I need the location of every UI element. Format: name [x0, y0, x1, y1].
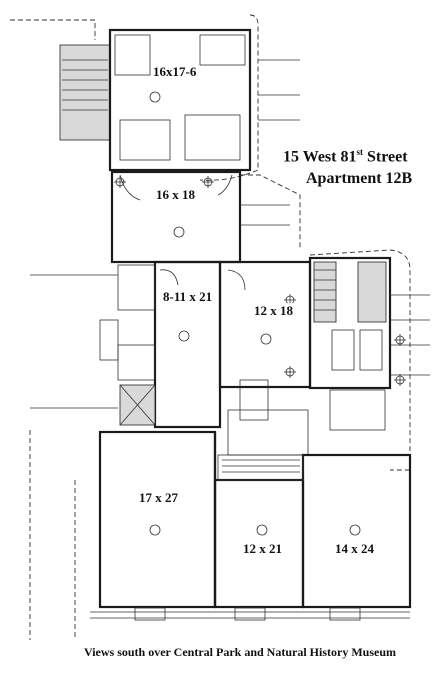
bath-walls: [308, 256, 392, 390]
stair-treads: [62, 59, 108, 111]
gallery-walls: [153, 260, 222, 429]
living-walls: [98, 430, 217, 609]
kitchen-outline-dashed: [199, 14, 259, 181]
bedroom-east-walls: [218, 260, 312, 389]
south-window-strip: [90, 607, 410, 621]
column-grid-lines: [29, 430, 76, 640]
stair-core: [59, 44, 111, 141]
room-tags: [149, 91, 361, 536]
room-study-dimensions: 12 x 21: [242, 541, 283, 557]
view-caption: Views south over Central Park and Natura…: [84, 645, 396, 659]
room-living-dimensions: 17 x 27: [138, 490, 179, 506]
closet-shelves: [222, 459, 300, 473]
dining-walls: [110, 170, 242, 264]
apartment-title: Apartment 12B: [306, 170, 413, 187]
room-bedroom-east-dimensions: 12 x 18: [253, 303, 294, 319]
address-title: 15 West 81st Street: [283, 147, 408, 166]
top-left-note-leader: [10, 19, 96, 40]
room-kitchen-dimensions: 16x17-6: [152, 64, 198, 80]
room-master-dimensions: 14 x 24: [334, 541, 375, 557]
annotation-leaders: [30, 59, 430, 409]
ceiling-fixtures: [114, 176, 406, 386]
east-outline-dashed: [309, 249, 411, 471]
kitchen-walls: [108, 28, 252, 172]
master-walls: [301, 453, 412, 609]
room-gallery-dimensions: 8-11 x 21: [162, 289, 214, 305]
room-dining-dimensions: 16 x 18: [155, 187, 196, 203]
